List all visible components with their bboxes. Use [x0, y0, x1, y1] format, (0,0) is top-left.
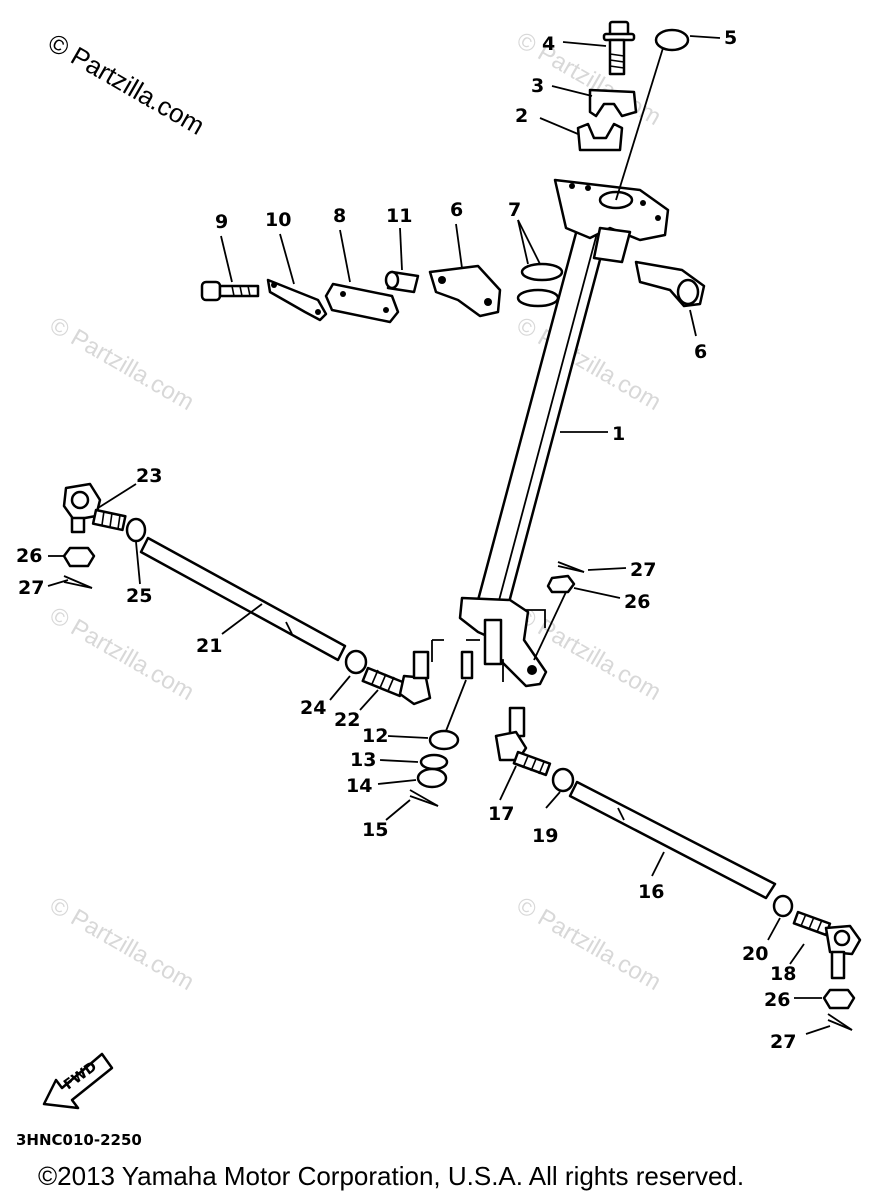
callout-11: 11: [386, 205, 412, 227]
fwd-arrow: FWD: [42, 1052, 114, 1110]
callout-15: 15: [362, 819, 388, 841]
lower-nut-stack: [409, 729, 460, 807]
left-tie-rod: [62, 482, 432, 706]
upper-holder-parts: [576, 20, 690, 201]
callout-numbers: 1 2 3 4 5 6 6 7 8 9 10 11 12 13 14 15 16…: [16, 27, 796, 1053]
callout-3: 3: [531, 75, 544, 97]
callout-17: 17: [488, 803, 514, 825]
callout-2: 2: [515, 105, 528, 127]
watermark-2: © Partzilla.com: [45, 312, 199, 416]
callout-24: 24: [300, 697, 326, 719]
bracket-lines: [431, 591, 567, 737]
copyright-text: ©2013 Yamaha Motor Corporation, U.S.A. A…: [38, 1161, 744, 1191]
callout-21: 21: [196, 635, 222, 657]
callout-9: 9: [215, 211, 228, 233]
callout-12: 12: [362, 725, 388, 747]
callout-4: 4: [542, 33, 555, 55]
callout-8: 8: [333, 205, 346, 227]
callout-23: 23: [136, 465, 162, 487]
watermark-6: © Partzilla.com: [45, 892, 199, 996]
watermarks: © Partzilla.com © Partzilla.com © Partzi…: [43, 27, 666, 996]
callout-20: 20: [742, 943, 768, 965]
watermark-4: © Partzilla.com: [45, 602, 199, 706]
leader-lines: [47, 35, 831, 1035]
callout-19: 19: [532, 825, 558, 847]
steering-shaft: [458, 178, 670, 688]
callout-1: 1: [612, 423, 625, 445]
callout-26c: 26: [764, 989, 790, 1011]
callout-18: 18: [770, 963, 796, 985]
callout-27c: 27: [770, 1031, 796, 1053]
callout-6a: 6: [450, 199, 463, 221]
callout-22: 22: [334, 709, 360, 731]
callout-16: 16: [638, 881, 664, 903]
right-tie-rod: [494, 706, 862, 1031]
callout-26a: 26: [16, 545, 42, 567]
callout-6b: 6: [694, 341, 707, 363]
watermark-7: © Partzilla.com: [512, 892, 666, 996]
callout-26b: 26: [624, 591, 650, 613]
callout-13: 13: [350, 749, 376, 771]
middle-hardware: [200, 260, 706, 324]
watermark-main: © Partzilla.com: [43, 27, 210, 141]
callout-5: 5: [724, 27, 737, 49]
callout-25: 25: [126, 585, 152, 607]
callout-7: 7: [508, 199, 521, 221]
callout-10: 10: [265, 209, 291, 231]
callout-27b: 27: [630, 559, 656, 581]
callout-14: 14: [346, 775, 372, 797]
callout-27a: 27: [18, 577, 44, 599]
right-top-hardware: [546, 561, 585, 594]
diagram-code: 3HNC010-2250: [16, 1131, 142, 1149]
